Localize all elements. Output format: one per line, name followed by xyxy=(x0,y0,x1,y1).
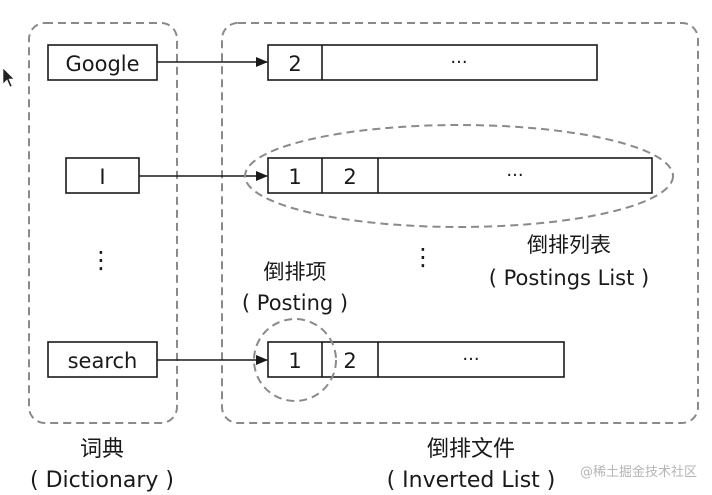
term-search: search xyxy=(47,341,158,378)
postings-list-ellipse xyxy=(244,124,674,228)
watermark: @稀土掘金技术社区 xyxy=(580,464,697,480)
term-google-label: Google xyxy=(65,52,139,76)
posting-circle xyxy=(253,318,337,402)
inverted-file-ellipsis: ⋮ xyxy=(411,243,435,271)
postings-row-google: 2 ··· xyxy=(267,44,598,81)
postings-row-i: 1 2 ··· xyxy=(267,157,653,194)
postings-row-search: 1 2 ··· xyxy=(267,341,565,378)
term-google: Google xyxy=(47,44,158,81)
posting-cell: 2 xyxy=(343,349,356,373)
term-i-label: I xyxy=(99,165,105,189)
posting-cell: 2 xyxy=(343,165,356,189)
posting-ellipsis: ··· xyxy=(450,52,467,73)
posting-label-cn: 倒排项 xyxy=(264,260,327,284)
inverted-file-container xyxy=(221,22,699,424)
dictionary-container xyxy=(28,22,178,424)
term-search-label: search xyxy=(68,349,138,373)
mouse-pointer-icon xyxy=(2,67,15,88)
posting-cell: 2 xyxy=(288,52,301,76)
dictionary-title-en: ( Dictionary ) xyxy=(30,468,174,493)
dictionary-title-cn: 词典 xyxy=(80,437,124,462)
posting-cell: 1 xyxy=(288,349,301,373)
inverted-file-title-en: ( Inverted List ) xyxy=(387,468,556,493)
posting-label-en: ( Posting ) xyxy=(242,291,348,315)
posting-ellipsis: ··· xyxy=(506,165,523,186)
inverted-file-title-cn: 倒排文件 xyxy=(427,437,515,462)
term-i: I xyxy=(65,157,140,194)
dictionary-ellipsis: ⋮ xyxy=(89,246,113,274)
postings-list-label-cn: 倒排列表 xyxy=(527,233,611,257)
posting-ellipsis: ··· xyxy=(462,349,479,370)
postings-list-label-en: ( Postings List ) xyxy=(489,266,649,290)
posting-cell: 1 xyxy=(288,165,301,189)
